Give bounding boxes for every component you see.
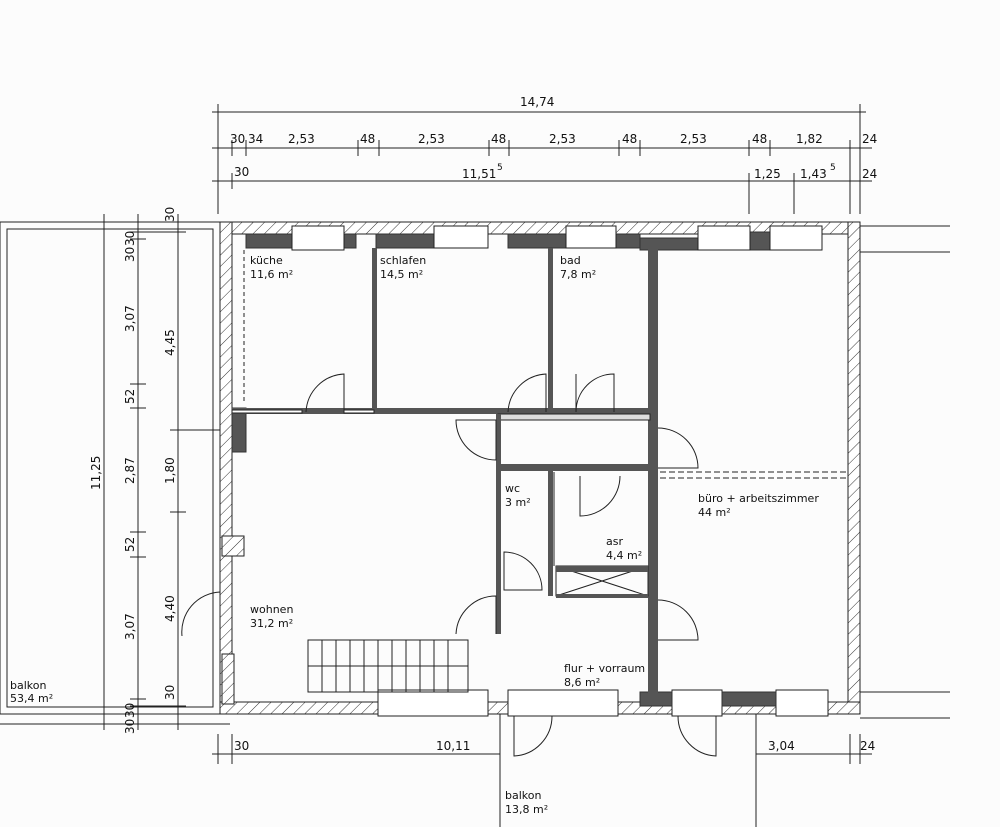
kueche-name: küche bbox=[250, 254, 283, 267]
schlafen-area: 14,5 m² bbox=[380, 268, 423, 281]
dim-second-2: 11,51 bbox=[462, 167, 496, 181]
dim-left-inner-1: 30 bbox=[163, 207, 177, 222]
dim-left-inner-2: 4,45 bbox=[163, 329, 177, 356]
dim-top-total: 14,74 bbox=[520, 95, 554, 109]
dim-left-mid-5: 2,87 bbox=[123, 457, 137, 484]
asr-area: 4,4 m² bbox=[606, 549, 642, 562]
wohnen-name: wohnen bbox=[250, 603, 293, 616]
dim-top-1: 30 bbox=[230, 132, 245, 146]
top-windows bbox=[291, 225, 823, 251]
dim-left-inner-5: 30 bbox=[163, 685, 177, 700]
dim-second-2-sup: 5 bbox=[497, 163, 503, 173]
dim-top-10: 48 bbox=[752, 132, 767, 146]
dim-top-12: 24 bbox=[862, 132, 877, 146]
dim-left-mid-1: 30 bbox=[123, 231, 137, 246]
schlafen-name: schlafen bbox=[380, 254, 426, 267]
dim-left-mid-8: 30 bbox=[123, 703, 137, 718]
dim-left-mid-9: 30 bbox=[123, 719, 137, 734]
kueche-area: 11,6 m² bbox=[250, 268, 293, 281]
dim-bottom-1: 30 bbox=[234, 739, 249, 753]
dim-top-9: 2,53 bbox=[680, 132, 707, 146]
bad-area: 7,8 m² bbox=[560, 268, 596, 281]
dim-top-3: 2,53 bbox=[288, 132, 315, 146]
dim-bottom-2: 10,11 bbox=[436, 739, 470, 753]
balkon-left-outline bbox=[0, 221, 221, 715]
dim-left-outer: 11,25 bbox=[89, 456, 103, 490]
left-dimension-lines: 11,25 30 30 3,07 52 2,87 52 3,07 30 30 3… bbox=[89, 207, 230, 734]
balkon-bottom-name: balkon bbox=[505, 789, 541, 802]
wohnen-area: 31,2 m² bbox=[250, 617, 293, 630]
dim-left-mid-2: 30 bbox=[123, 247, 137, 262]
flur-name: flur + vorraum bbox=[564, 662, 645, 675]
doors bbox=[181, 373, 717, 757]
dim-bottom-4: 24 bbox=[860, 739, 875, 753]
dim-second-4-sup: 5 bbox=[830, 163, 836, 173]
balkon-left-area: 53,4 m² bbox=[10, 692, 53, 705]
dim-top-7: 2,53 bbox=[549, 132, 576, 146]
bottom-windows bbox=[377, 689, 829, 717]
dim-second-4: 1,43 bbox=[800, 167, 827, 181]
dim-top-8: 48 bbox=[622, 132, 637, 146]
dim-left-mid-3: 3,07 bbox=[123, 305, 137, 332]
balkon-bottom-outline bbox=[0, 714, 757, 827]
dim-left-mid-7: 3,07 bbox=[123, 613, 137, 640]
wc-area: 3 m² bbox=[505, 496, 531, 509]
dim-top-6: 48 bbox=[491, 132, 506, 146]
top-wall-dark-segments bbox=[231, 231, 771, 453]
dim-left-mid-4: 52 bbox=[123, 389, 137, 404]
dim-top-2: 34 bbox=[248, 132, 263, 146]
top-dimension-lines: 14,74 30 34 2,53 48 2,53 48 2,53 48 2,53… bbox=[212, 95, 877, 214]
dim-left-inner-4: 4,40 bbox=[163, 595, 177, 622]
dim-second-5: 24 bbox=[862, 167, 877, 181]
dim-top-11: 1,82 bbox=[796, 132, 823, 146]
dim-second-1: 30 bbox=[234, 165, 249, 179]
balkon-bottom-area: 13,8 m² bbox=[505, 803, 548, 816]
interior-walls bbox=[221, 248, 848, 705]
dim-top-4: 48 bbox=[360, 132, 375, 146]
dim-second-3: 1,25 bbox=[754, 167, 781, 181]
dim-top-5: 2,53 bbox=[418, 132, 445, 146]
flur-area: 8,6 m² bbox=[564, 676, 600, 689]
buero-name: büro + arbeitszimmer bbox=[698, 492, 819, 505]
asr-name: asr bbox=[606, 535, 623, 548]
balkon-left-name: balkon bbox=[10, 679, 46, 692]
wc-name: wc bbox=[505, 482, 520, 495]
bad-name: bad bbox=[560, 254, 581, 267]
stairs bbox=[307, 639, 469, 693]
bottom-dimension-lines bbox=[212, 734, 872, 764]
buero-area: 44 m² bbox=[698, 506, 731, 519]
dim-left-inner-3: 1,80 bbox=[163, 457, 177, 484]
dim-left-mid-6: 52 bbox=[123, 537, 137, 552]
dim-bottom-3: 3,04 bbox=[768, 739, 795, 753]
